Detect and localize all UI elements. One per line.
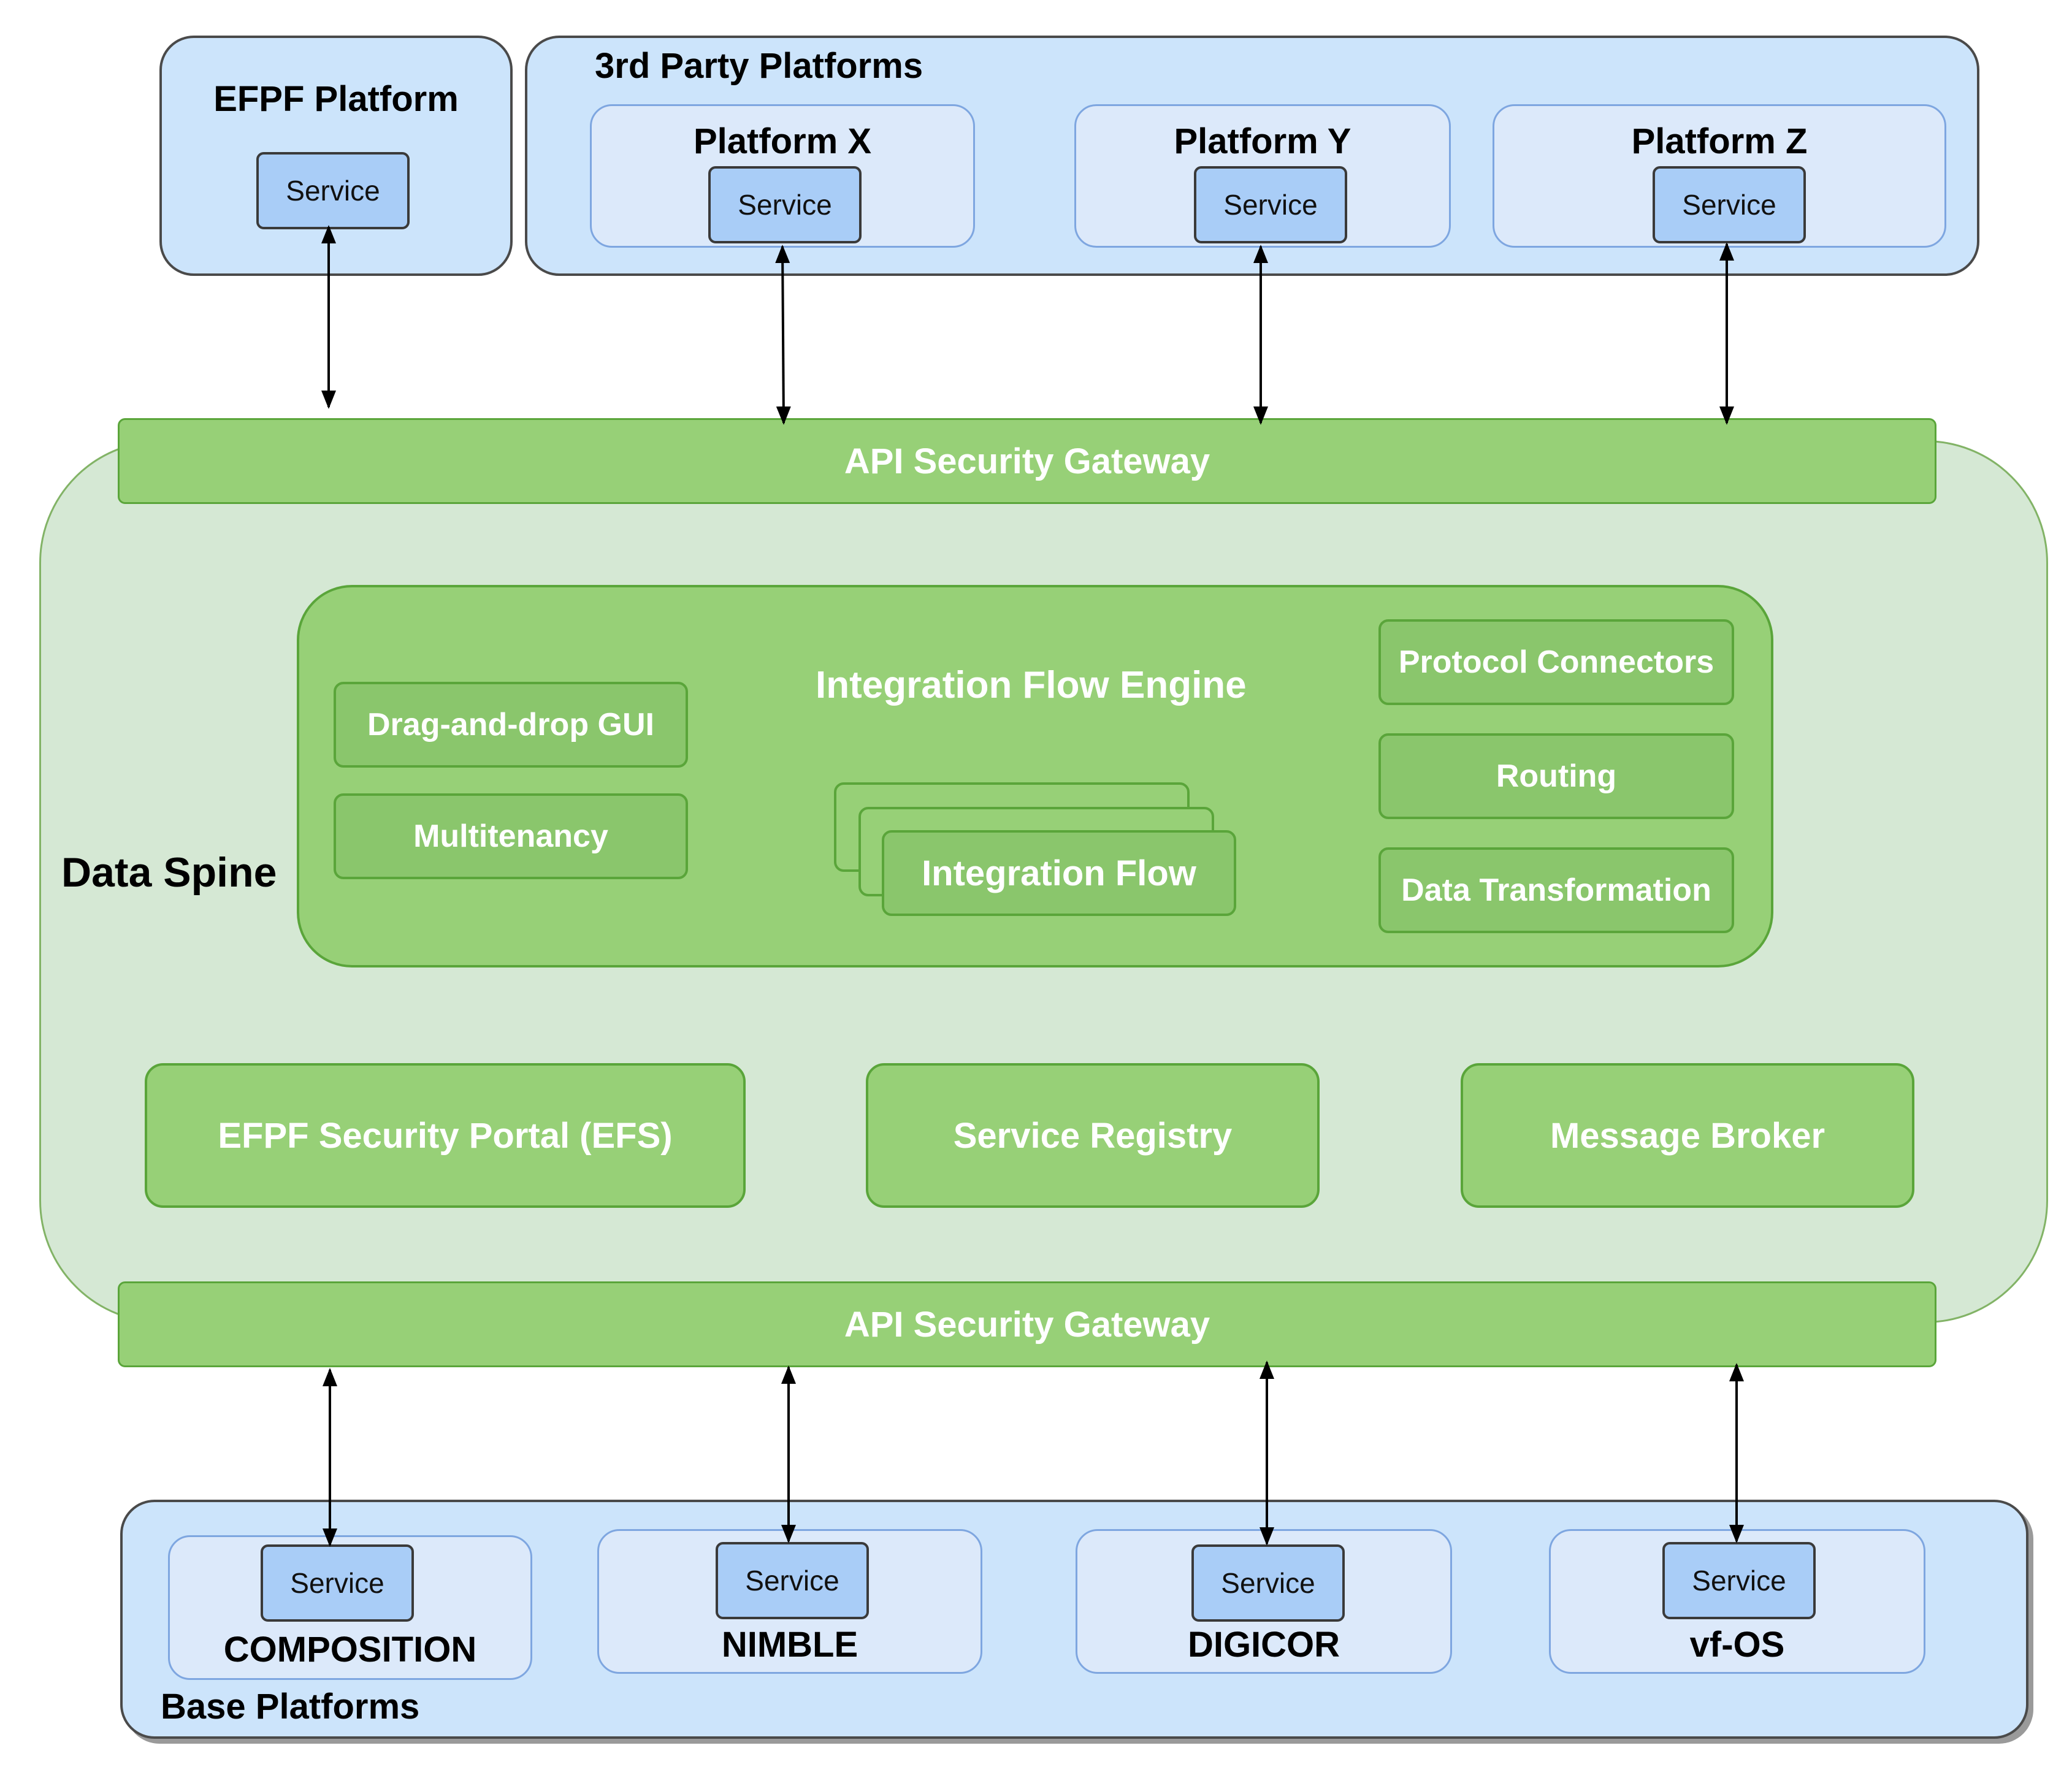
multitenancy-box[interactable]: Multitenancy (334, 793, 688, 879)
base-platforms-title: Base Platforms (161, 1687, 420, 1727)
efpf-platform-title: EFPF Platform (213, 79, 459, 119)
vf-os-title: vf-OS (1689, 1625, 1785, 1665)
drag-and-drop-gui-box[interactable]: Drag-and-drop GUI (334, 682, 688, 768)
api-security-gateway-bottom[interactable]: API Security Gateway (118, 1281, 1936, 1367)
service-registry-box[interactable]: Service Registry (866, 1063, 1320, 1208)
message-broker-box[interactable]: Message Broker (1461, 1063, 1914, 1208)
third-party-title: 3rd Party Platforms (595, 46, 923, 86)
nimble-title: NIMBLE (721, 1625, 858, 1665)
composition-box: Service COMPOSITION (168, 1535, 532, 1680)
api-security-gateway-top[interactable]: API Security Gateway (118, 418, 1936, 504)
composition-title: COMPOSITION (223, 1630, 477, 1670)
platform-y-title: Platform Y (1174, 121, 1351, 161)
nimble-box: Service NIMBLE (597, 1529, 982, 1674)
data-transformation-box[interactable]: Data Transformation (1378, 847, 1734, 933)
protocol-connectors-box[interactable]: Protocol Connectors (1378, 619, 1734, 705)
integration-flow-box[interactable]: Integration Flow (882, 830, 1236, 916)
platform-z-title: Platform Z (1631, 121, 1808, 161)
integration-flow-engine-title: Integration Flow Engine (816, 664, 1247, 706)
platform-x-service[interactable]: Service (708, 166, 862, 243)
data-spine-title: Data Spine (61, 849, 277, 896)
platform-z-box: Platform Z Service (1493, 104, 1946, 248)
routing-box[interactable]: Routing (1378, 733, 1734, 819)
digicor-service[interactable]: Service (1191, 1544, 1345, 1622)
digicor-box: Service DIGICOR (1076, 1529, 1452, 1674)
arrow-platform-x-gateway (775, 245, 791, 425)
digicor-title: DIGICOR (1187, 1625, 1340, 1665)
platform-x-box: Platform X Service (590, 104, 975, 248)
nimble-service[interactable]: Service (716, 1542, 869, 1619)
vf-os-service[interactable]: Service (1662, 1542, 1816, 1619)
platform-z-service[interactable]: Service (1653, 166, 1806, 243)
platform-x-title: Platform X (693, 121, 872, 161)
efpf-security-portal-box[interactable]: EFPF Security Portal (EFS) (145, 1063, 746, 1208)
composition-service[interactable]: Service (261, 1544, 414, 1622)
platform-y-box: Platform Y Service (1074, 104, 1451, 248)
platform-y-service[interactable]: Service (1194, 166, 1347, 243)
